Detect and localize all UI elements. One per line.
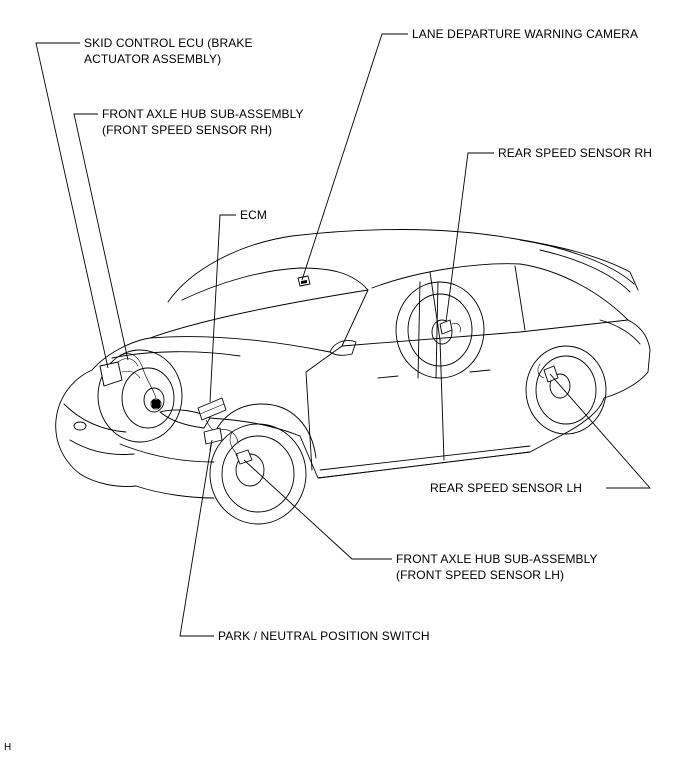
rear-right-wheel: [395, 281, 485, 379]
front-speed-sensor-rh-part: [119, 353, 162, 410]
front-speed-sensor-lh-part: [229, 431, 253, 465]
front-hub-rh-label: FRONT AXLE HUB SUB-ASSEMBLY (FRONT SPEED…: [102, 106, 304, 138]
car-body-outline: [55, 229, 651, 499]
ecm-part: [197, 397, 227, 435]
front-hub-lh-label-line-2: (FRONT SPEED SENSOR LH): [396, 568, 565, 582]
skid-control-ecu-label-line-2: ACTUATOR ASSEMBLY): [84, 52, 222, 66]
ecm-label: ECM: [240, 207, 267, 223]
leader-lines: [35, 33, 651, 637]
rear-sensor-rh-label-text: REAR SPEED SENSOR RH: [498, 146, 653, 160]
front-right-wheel: [97, 349, 183, 443]
rear-sensor-lh-label-text: REAR SPEED SENSOR LH: [430, 481, 583, 495]
skid-control-ecu-part: [99, 358, 141, 387]
rear-left-wheel: [525, 345, 607, 435]
lane-camera-label: LANE DEPARTURE WARNING CAMERA: [412, 26, 638, 42]
lane-departure-camera-part: [297, 275, 311, 287]
ecm-label-text: ECM: [240, 208, 267, 222]
park-neutral-switch-label-text: PARK / NEUTRAL POSITION SWITCH: [218, 629, 430, 643]
front-left-wheel: [209, 403, 317, 525]
skid-control-ecu-label: SKID CONTROL ECU (BRAKE ACTUATOR ASSEMBL…: [84, 35, 253, 67]
front-hub-lh-label: FRONT AXLE HUB SUB-ASSEMBLY (FRONT SPEED…: [396, 551, 598, 583]
rear-sensor-lh-label: REAR SPEED SENSOR LH: [430, 480, 582, 496]
rear-speed-sensor-rh-part: [439, 319, 461, 335]
figure-code-text: H: [4, 742, 12, 753]
park-neutral-switch-part: [203, 427, 239, 445]
figure-code: H: [4, 740, 11, 756]
rear-sensor-rh-label: REAR SPEED SENSOR RH: [498, 145, 652, 161]
lane-camera-label-text: LANE DEPARTURE WARNING CAMERA: [412, 27, 639, 41]
skid-control-ecu-label-line-1: SKID CONTROL ECU (BRAKE: [84, 36, 253, 50]
park-neutral-switch-label: PARK / NEUTRAL POSITION SWITCH: [218, 628, 430, 644]
rear-speed-sensor-lh-part: [537, 363, 559, 383]
front-hub-lh-label-line-1: FRONT AXLE HUB SUB-ASSEMBLY: [396, 552, 598, 566]
front-hub-rh-label-line-2: (FRONT SPEED SENSOR RH): [102, 123, 273, 137]
front-hub-rh-label-line-1: FRONT AXLE HUB SUB-ASSEMBLY: [102, 107, 304, 121]
